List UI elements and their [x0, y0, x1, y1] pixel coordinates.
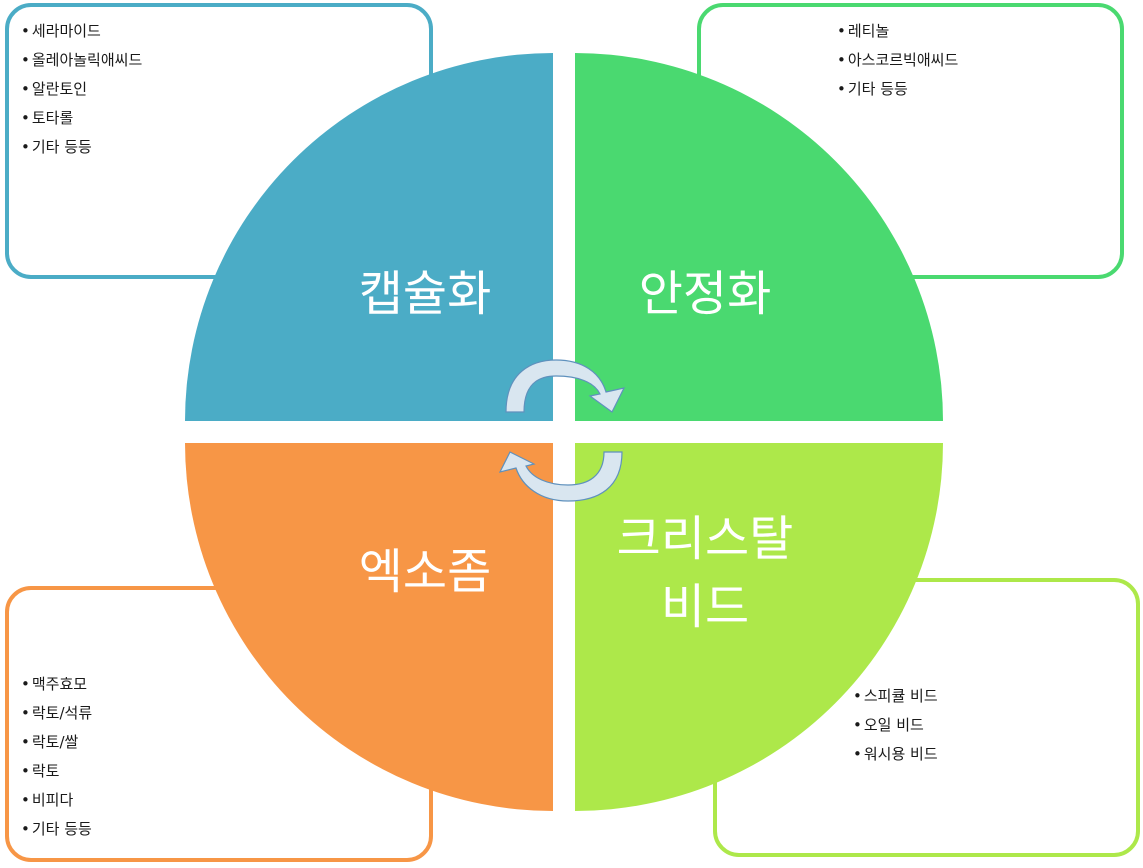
arrow-bottom-icon: [498, 451, 623, 502]
list-item: 세라마이드: [21, 17, 142, 46]
circular-arrows-icon: [498, 359, 626, 502]
quadrant-stabilization: [575, 53, 943, 421]
list-item: 오일 비드: [853, 711, 938, 740]
list-crystal-bead: 스피큘 비드 오일 비드 워시용 비드: [853, 682, 938, 769]
list-stabilization: 레티놀 아스코르빅애씨드 기타 등등: [837, 17, 958, 104]
list-item: 락토/쌀: [21, 728, 92, 757]
list-item: 워시용 비드: [853, 740, 938, 769]
list-item: 아스코르빅애씨드: [837, 46, 958, 75]
list-item: 비피다: [21, 786, 92, 815]
list-item: 기타 등등: [837, 75, 958, 104]
quadrant-capsulation: [185, 53, 553, 421]
list-item: 기타 등등: [21, 815, 92, 844]
list-item: 스피큘 비드: [853, 682, 938, 711]
list-item: 알란토인: [21, 75, 142, 104]
list-item: 기타 등등: [21, 133, 142, 162]
quadrant-title-exosome: 엑소좀: [359, 544, 491, 600]
list-item: 맥주효모: [21, 670, 92, 699]
list-item: 올레아놀릭애씨드: [21, 46, 142, 75]
list-exosome: 맥주효모 락토/석류 락토/쌀 락토 비피다 기타 등등: [21, 670, 92, 844]
quadrant-title-capsulation: 캡슐화: [359, 266, 491, 322]
quadrant-title-crystal-bead-line1: 크리스탈: [617, 511, 794, 567]
list-item: 락토/석류: [21, 699, 92, 728]
quadrant-title-crystal-bead-line2: 비드: [661, 579, 749, 635]
quadrant-crystal-bead: [575, 443, 943, 811]
quadrant-exosome: [185, 443, 553, 811]
list-capsulation: 세라마이드 올레아놀릭애씨드 알란토인 토타롤 기타 등등: [21, 17, 142, 162]
list-item: 토타롤: [21, 104, 142, 133]
arrow-top-icon: [505, 359, 626, 413]
list-item: 락토: [21, 757, 92, 786]
list-item: 레티놀: [837, 17, 958, 46]
quadrant-title-stabilization: 안정화: [639, 266, 771, 322]
